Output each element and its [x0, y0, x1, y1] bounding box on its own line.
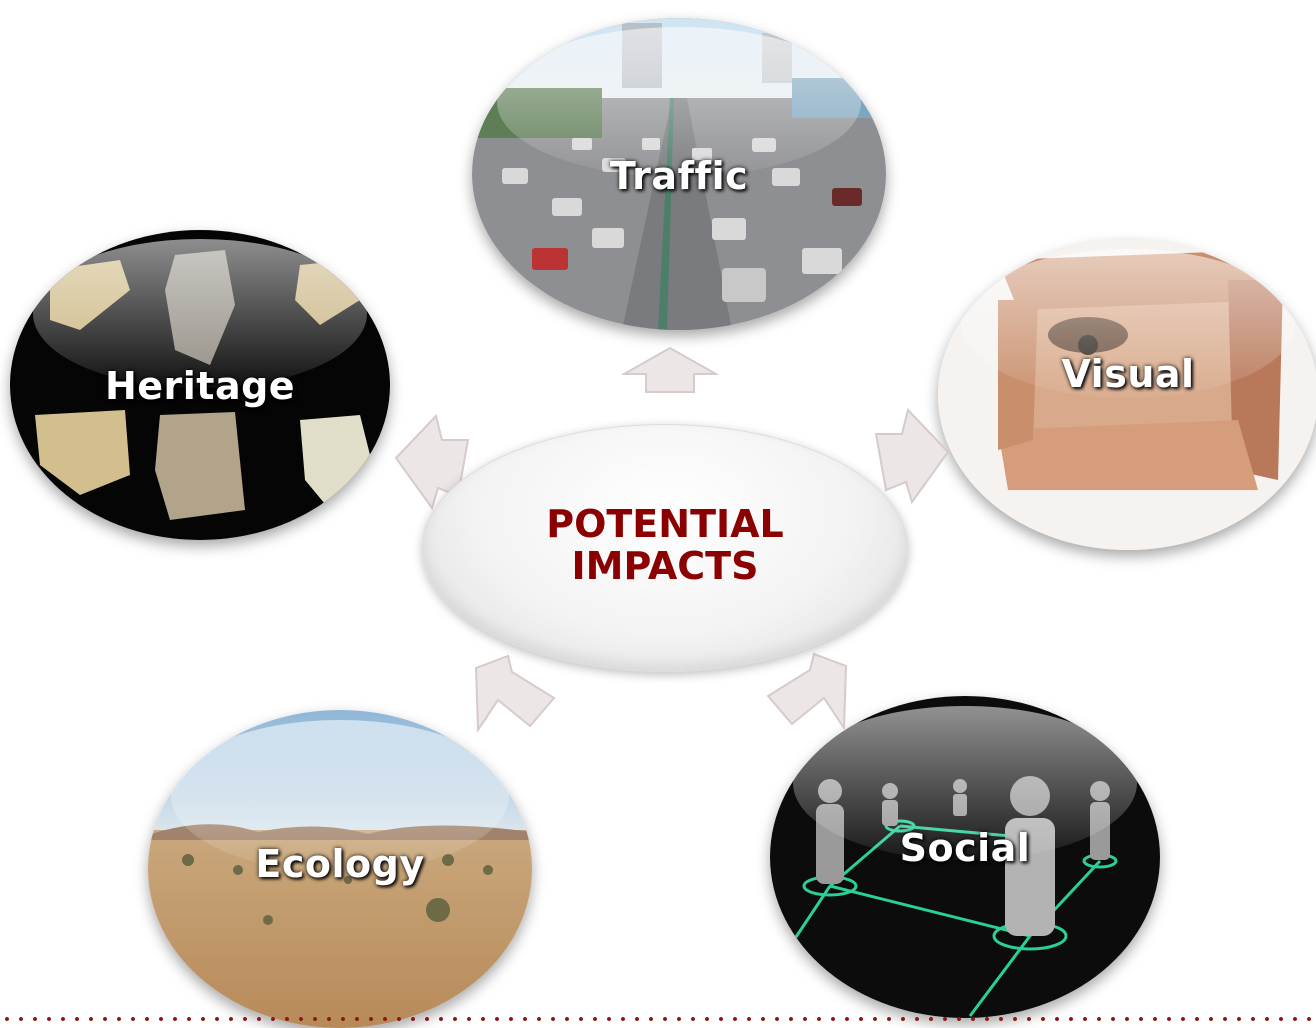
center-title: POTENTIAL IMPACTS: [546, 502, 784, 588]
footer-dotted-rule: [0, 1016, 1316, 1022]
visual-node: Visual: [938, 240, 1316, 550]
social-label: Social: [899, 826, 1031, 870]
traffic-label: Traffic: [609, 154, 749, 198]
social-node: Social: [770, 696, 1160, 1018]
visual-label: Visual: [1061, 352, 1195, 396]
heritage-label: Heritage: [104, 364, 296, 408]
potential-impacts-hub: POTENTIAL IMPACTS: [422, 424, 908, 672]
heritage-node: Heritage: [10, 230, 390, 540]
arrow-to-ecology: [474, 654, 556, 734]
arrow-to-heritage: [394, 413, 470, 510]
ecology-node: Ecology: [148, 710, 532, 1028]
traffic-node: Traffic: [472, 18, 886, 330]
arrow-to-visual: [874, 407, 950, 504]
arrow-to-traffic: [622, 346, 718, 393]
arrow-to-social: [766, 652, 848, 732]
ecology-label: Ecology: [255, 842, 425, 886]
